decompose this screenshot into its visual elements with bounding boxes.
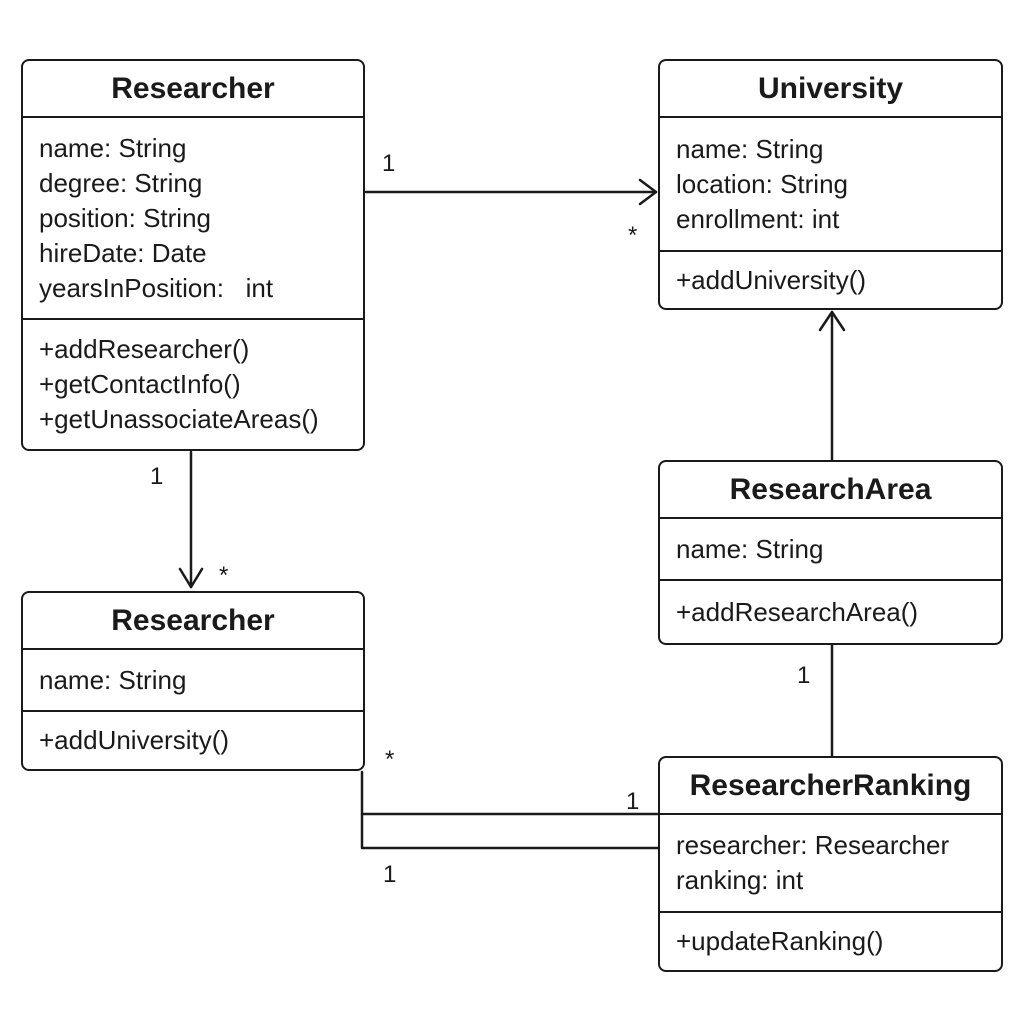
attribute: ranking: int xyxy=(676,865,804,895)
operations-compartment: +updateRanking() xyxy=(660,913,1001,970)
multiplicity-label: 1 xyxy=(626,788,640,815)
attribute: enrollment: int xyxy=(676,203,840,234)
multiplicity-label: 1 xyxy=(150,463,164,490)
association-researcher-ranking-upper xyxy=(360,770,660,816)
class-name: Researcher xyxy=(23,61,363,118)
operation: +getUnassociateAreas() xyxy=(39,404,319,434)
operations-compartment: +addResearchArea() xyxy=(660,581,1001,643)
operation: +getContactInfo() xyxy=(39,369,241,399)
class-researcher-top[interactable]: Researcher name: String degree: String p… xyxy=(21,59,365,451)
attributes-compartment: name: String degree: String position: St… xyxy=(23,118,363,320)
attribute: position: String xyxy=(39,202,211,233)
association-researcher-ranking-lower xyxy=(360,812,660,850)
operation: +addResearcher() xyxy=(39,334,250,364)
multiplicity-label: * xyxy=(385,746,395,773)
class-name: ResearchArea xyxy=(660,462,1001,519)
attribute: degree: String xyxy=(39,167,203,198)
attribute: researcher: Researcher xyxy=(676,830,950,860)
class-name: University xyxy=(660,61,1001,118)
attribute: location: String xyxy=(676,168,848,199)
attribute: yearsInPosition: int xyxy=(39,272,274,303)
multiplicity-label: * xyxy=(628,222,638,249)
operation: +addUniversity() xyxy=(676,264,867,295)
multiplicity-label: 1 xyxy=(382,150,396,177)
operations-compartment: +addUniversity() xyxy=(660,252,1001,308)
operations-compartment: +addResearcher() +getContactInfo() +getU… xyxy=(23,320,363,449)
attribute: name: String xyxy=(39,664,187,695)
class-researcher-ranking[interactable]: ResearcherRanking researcher: Researcher… xyxy=(658,756,1003,972)
attributes-compartment: name: String location: String enrollment… xyxy=(660,118,1001,252)
operation: +addUniversity() xyxy=(39,725,230,755)
multiplicity-label: 1 xyxy=(797,662,811,689)
multiplicity-label: 1 xyxy=(383,861,397,888)
class-researcher-bottom[interactable]: Researcher name: String +addUniversity() xyxy=(21,591,365,771)
operation: +updateRanking() xyxy=(676,926,884,956)
attribute: name: String xyxy=(676,133,824,164)
arrowhead-to-university-from-area xyxy=(818,310,846,332)
multiplicity-label: * xyxy=(219,562,229,589)
arrowhead-to-researcher xyxy=(178,567,204,589)
class-name: Researcher xyxy=(23,593,363,650)
operations-compartment: +addUniversity() xyxy=(23,712,363,769)
attribute: name: String xyxy=(39,132,187,163)
class-university[interactable]: University name: String location: String… xyxy=(658,59,1003,310)
class-name: ResearcherRanking xyxy=(660,758,1001,815)
operation: +addResearchArea() xyxy=(676,596,919,627)
attributes-compartment: name: String xyxy=(660,519,1001,581)
attribute: hireDate: Date xyxy=(39,237,207,268)
attribute: name: String xyxy=(676,533,824,564)
attributes-compartment: name: String xyxy=(23,650,363,712)
class-research-area[interactable]: ResearchArea name: String +addResearchAr… xyxy=(658,460,1003,645)
attributes-compartment: researcher: Researcher ranking: int xyxy=(660,815,1001,913)
arrowhead-to-university xyxy=(638,178,658,206)
